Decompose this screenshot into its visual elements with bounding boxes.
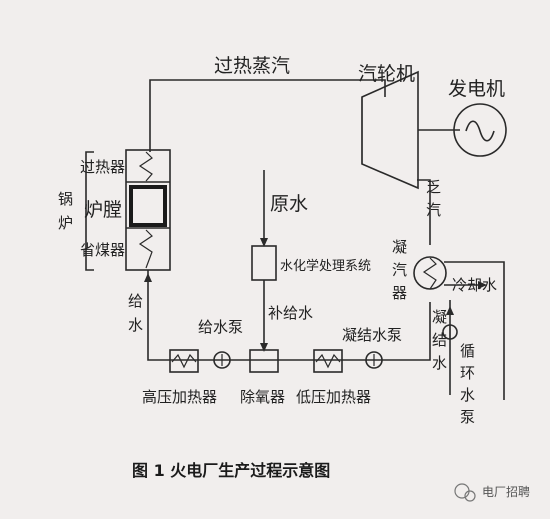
label-lp-heater: 低压加热器	[296, 388, 371, 406]
lp-heater-box	[313, 349, 343, 373]
generator-circle	[453, 103, 507, 157]
label-condenser-2: 汽	[392, 261, 407, 279]
label-turbine: 汽轮机	[358, 63, 415, 85]
hp-heater-coil	[171, 353, 197, 369]
label-furnace: 炉膛	[84, 199, 122, 221]
economizer-coil	[138, 229, 153, 269]
label-deaerator: 除氧器	[240, 388, 285, 406]
label-condensate-1: 凝	[432, 308, 447, 326]
watermark-text: 电厂招聘	[482, 485, 530, 499]
label-water-treatment: 水化学处理系统	[280, 258, 371, 274]
steam-pipe	[149, 79, 386, 152]
label-condenser-1: 凝	[392, 238, 407, 256]
label-superheater: 过热器	[80, 158, 125, 176]
label-generator: 发电机	[448, 78, 505, 100]
label-condensate-3: 水	[432, 354, 447, 372]
hp-heater-box	[169, 349, 199, 373]
label-feedwater-2: 水	[128, 316, 143, 334]
condenser-circle	[413, 256, 447, 290]
turbine-shape	[361, 70, 419, 190]
condenser-coil	[422, 257, 437, 290]
label-exhaust-1: 乏	[426, 178, 441, 196]
label-boiler-2: 炉	[58, 214, 73, 232]
condensate-pump-circle	[365, 351, 383, 369]
label-condensate-pump: 凝结水泵	[342, 326, 402, 344]
label-circ-pump-1: 循	[460, 342, 475, 360]
generator-sine-icon	[465, 120, 495, 142]
label-circ-pump-4: 泵	[460, 408, 475, 426]
exhaust-pipe	[417, 179, 431, 245]
arrow-raw-water	[260, 238, 268, 247]
label-condensate-2: 结	[432, 331, 447, 349]
label-exhaust-2: 汽	[426, 201, 441, 219]
label-makeup-water: 补给水	[268, 304, 313, 322]
figure-caption: 图 1 火电厂生产过程示意图	[132, 461, 330, 480]
label-economizer: 省煤器	[80, 241, 125, 259]
boiler-frame	[125, 149, 171, 271]
deaerator-box	[249, 349, 279, 373]
arrow-cooling	[478, 281, 487, 289]
label-feed-pump: 给水泵	[198, 318, 243, 336]
furnace-box	[129, 185, 167, 227]
feed-pump-circle	[213, 351, 231, 369]
label-circ-pump-3: 水	[460, 386, 475, 404]
label-circ-pump-2: 环	[460, 364, 475, 382]
condensate-pipe	[147, 270, 431, 361]
superheater-coil	[138, 151, 153, 182]
water-treatment-box	[251, 245, 277, 281]
arrow-makeup	[260, 343, 268, 352]
cooling-water-pipe	[444, 261, 505, 400]
circ-pump-circle	[442, 324, 458, 340]
label-boiler-1: 锅	[58, 190, 73, 208]
label-raw-water: 原水	[270, 193, 308, 215]
label-hp-heater: 高压加热器	[142, 388, 217, 406]
boiler-brace	[85, 151, 94, 271]
arrow-feedwater	[144, 273, 152, 282]
arrow-circ	[446, 306, 454, 315]
label-cooling-water: 冷却水	[452, 276, 497, 294]
label-superheated-steam: 过热蒸汽	[214, 55, 290, 77]
wechat-icon	[454, 483, 470, 499]
label-condenser-3: 器	[392, 284, 407, 302]
lp-heater-coil	[315, 353, 341, 369]
label-feedwater-1: 给	[128, 292, 143, 310]
wechat-icon-inner	[464, 490, 476, 502]
